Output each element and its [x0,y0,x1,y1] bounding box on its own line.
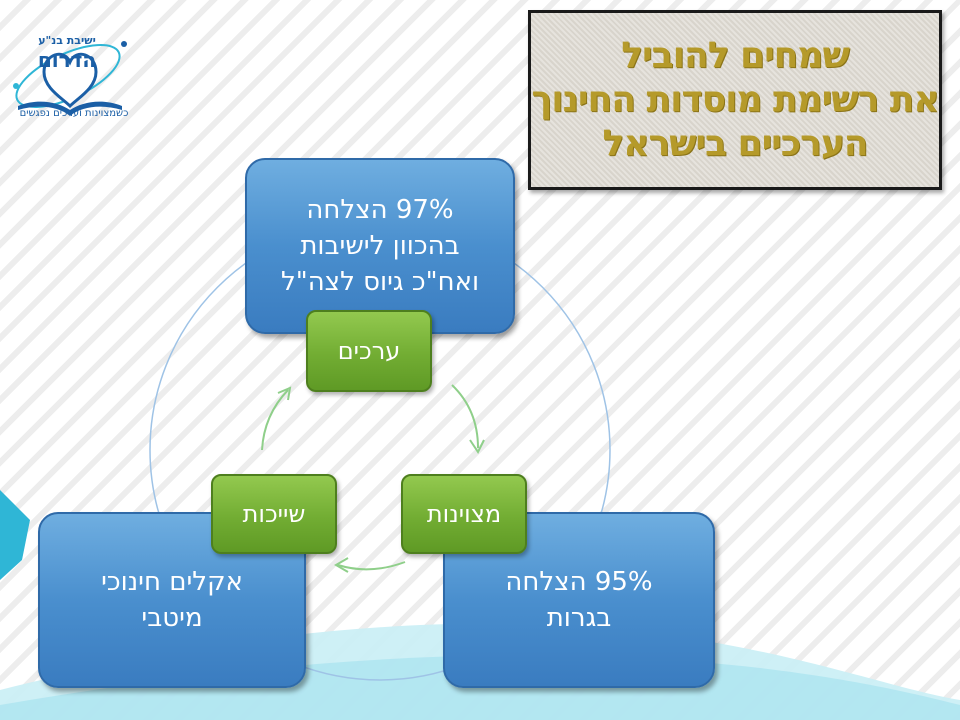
logo-tagline: כשמצוינות וערכים נפגשים [19,108,129,119]
arrow-belonging-to-values-head [277,386,292,401]
arrow-excellence-to-belonging [337,561,406,571]
arrow-excellence-to-belonging-head [334,557,349,573]
teal-left-accent [0,490,30,580]
headline-banner: שמחים להוביל את רשימת מוסדות החינוך הערכ… [528,10,942,190]
right-box-line-2: בגרות [546,603,612,633]
banner-line-3: הערכיים בישראל [602,123,868,164]
logo-title: ישיבת בנ"ע [38,34,96,47]
banner-line-1: שמחים להוביל [621,35,849,76]
right-box-line-1: 95% הצלחה [505,567,653,597]
pill-belonging: שייכות [211,474,337,554]
banner-line-2: את רשימת מוסדות החינוך [531,79,939,120]
arrow-values-to-excellence-head [469,439,485,454]
arrow-belonging-to-values [261,389,289,451]
top-box-line-2: בהכוון לישיבות [300,231,460,261]
logo-name: הדרום [37,48,97,72]
logo-emblem-icon [13,41,127,116]
top-box-line-1: 97% הצלחה [306,195,454,225]
top-box-army-success: 97% הצלחה בהכוון לישיבות ואח"כ גיוס לצה"… [245,158,515,334]
left-box-line-1: אקלים חינוכי [101,567,243,597]
top-box-line-3: ואח"כ גיוס לצה"ל [280,267,480,297]
right-box-matriculation: 95% הצלחה בגרות [443,512,715,688]
arrow-values-to-excellence [451,384,479,449]
pill-values: ערכים [306,310,432,392]
pill-excellence: מצוינות [401,474,527,554]
left-box-line-2: מיטבי [141,603,203,633]
